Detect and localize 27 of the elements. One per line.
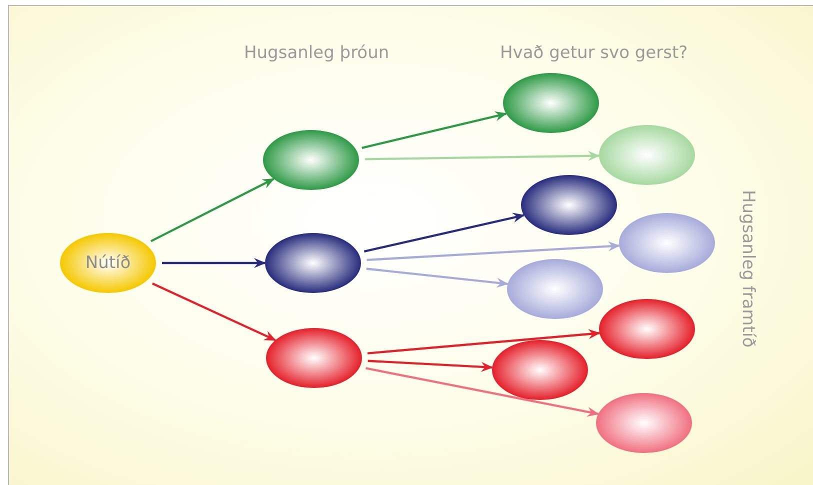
outcome-ellipse (521, 175, 617, 235)
arrow (366, 367, 600, 417)
arrow (152, 282, 276, 342)
arrow (368, 360, 494, 372)
outcome-ellipse (263, 130, 359, 190)
outcome-ellipse (619, 213, 715, 273)
outcome-ellipse (265, 233, 361, 293)
present-ellipse (60, 233, 156, 293)
arrow (364, 212, 525, 252)
arrow (150, 178, 275, 242)
arrow (364, 150, 600, 161)
node-label: Nútíð (85, 253, 131, 273)
axis-title: Hugsanleg framtíð (738, 190, 758, 348)
arrow (162, 258, 266, 268)
arrow (366, 241, 620, 262)
outcome-ellipse (492, 340, 588, 400)
column-heading: Hvað getur svo gerst? (500, 43, 688, 63)
arrow (362, 111, 508, 149)
outcome-ellipse (507, 259, 603, 319)
column-heading: Hugsanleg þróun (244, 43, 390, 63)
arrow (366, 268, 509, 288)
outcome-ellipse (266, 328, 362, 388)
outcome-ellipse (503, 73, 599, 133)
arrow (367, 329, 600, 354)
outcome-ellipse (599, 125, 695, 185)
outcome-ellipse (599, 299, 695, 359)
outcome-ellipse (596, 393, 692, 453)
